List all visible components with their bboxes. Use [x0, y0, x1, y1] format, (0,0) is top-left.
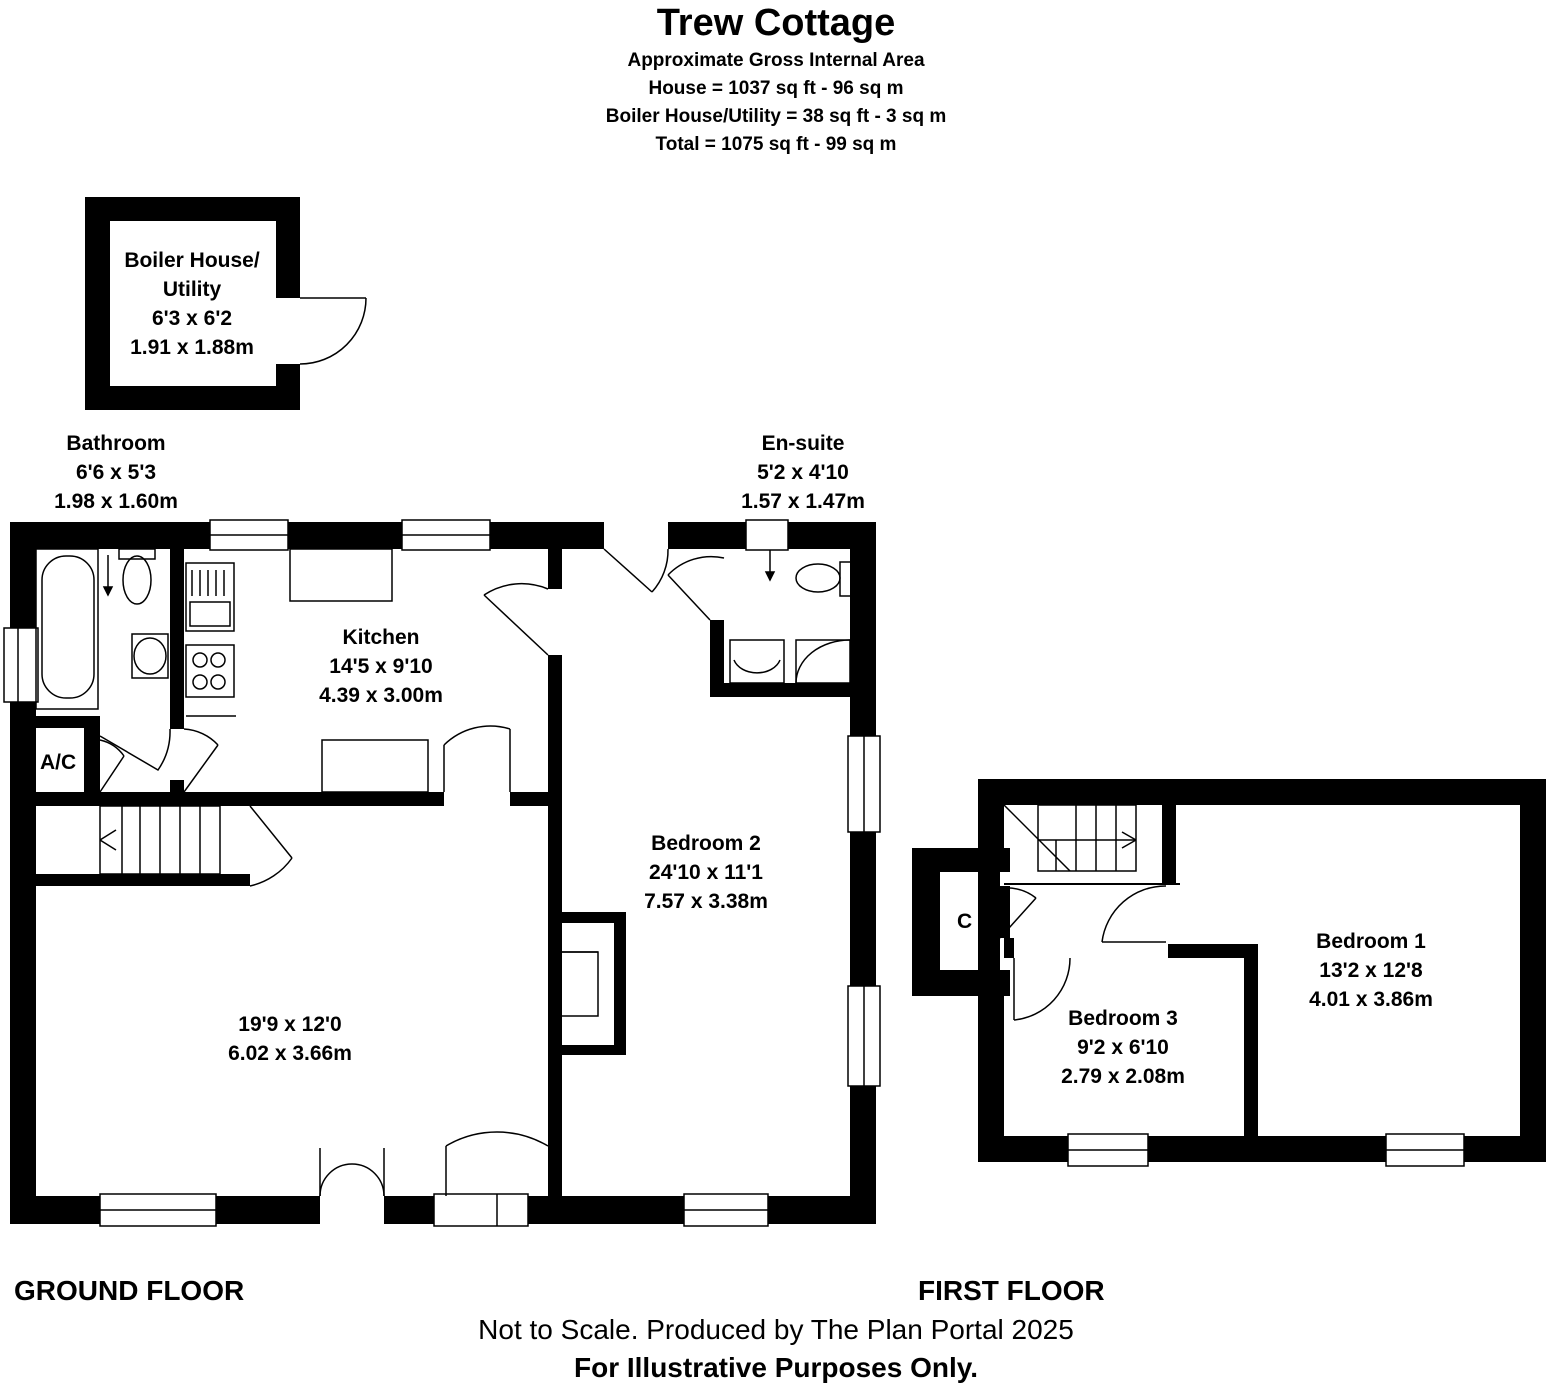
- bedroom3-name: Bedroom 3: [1068, 1007, 1178, 1030]
- bathroom-metric: 1.98 x 1.60m: [54, 490, 178, 513]
- bedroom1-imperial: 13'2 x 12'8: [1319, 959, 1423, 982]
- bedroom1-metric: 4.01 x 3.86m: [1309, 988, 1433, 1011]
- kitchen-metric: 4.39 x 3.00m: [319, 684, 443, 707]
- bedroom2-name: Bedroom 2: [651, 832, 761, 855]
- first-floor-windows: [1067, 1133, 1465, 1167]
- area-subtitle: Approximate Gross Internal Area: [627, 50, 925, 71]
- scale-note: Not to Scale. Produced by The Plan Porta…: [478, 1314, 1074, 1345]
- living-room-label: 19'9 x 12'0 6.02 x 3.66m: [228, 1010, 352, 1068]
- first-floor-walls: [912, 779, 1546, 1162]
- boiler-house-name: Boiler House/: [124, 249, 260, 272]
- first-floor-label: FIRST FLOOR: [918, 1275, 1105, 1306]
- boiler-house-walls: [85, 197, 367, 410]
- plan-title: Trew Cottage: [656, 2, 896, 44]
- bedroom3-imperial: 9'2 x 6'10: [1077, 1036, 1169, 1059]
- bedroom1-label: Bedroom 1 13'2 x 12'8 4.01 x 3.86m: [1309, 927, 1433, 1014]
- kitchen-imperial: 14'5 x 9'10: [329, 655, 433, 678]
- boiler-house-imperial: 6'3 x 6'2: [151, 307, 233, 330]
- living-room-metric: 6.02 x 3.66m: [228, 1042, 352, 1065]
- ensuite-metric: 1.57 x 1.47m: [741, 490, 865, 513]
- bedroom3-label: Bedroom 3 9'2 x 6'10 2.79 x 2.08m: [1061, 1004, 1185, 1091]
- living-room-imperial: 19'9 x 12'0: [238, 1013, 342, 1036]
- boiler-house-metric: 1.91 x 1.88m: [130, 336, 254, 359]
- airing-cupboard-label: A/C: [40, 751, 77, 774]
- ensuite-imperial: 5'2 x 4'10: [757, 461, 849, 484]
- bathroom-name: Bathroom: [66, 432, 166, 455]
- first-floor-stairs: [1003, 804, 1137, 872]
- kitchen-label: Kitchen 14'5 x 9'10 4.39 x 3.00m: [319, 623, 443, 710]
- total-area: Total = 1075 sq ft - 99 sq m: [655, 134, 897, 155]
- first-floor-doors: [999, 885, 1167, 1021]
- bedroom2-imperial: 24'10 x 11'1: [649, 861, 763, 884]
- bedroom2-metric: 7.57 x 3.38m: [644, 890, 768, 913]
- boiler-house-label: Boiler House/ Utility 6'3 x 6'2 1.91 x 1…: [124, 246, 259, 362]
- house-area: House = 1037 sq ft - 96 sq m: [648, 78, 904, 99]
- cupboard-label: C: [957, 910, 973, 933]
- kitchen-name: Kitchen: [342, 626, 420, 649]
- ensuite-label: En-suite 5'2 x 4'10 1.57 x 1.47m: [741, 429, 865, 516]
- ground-floor-stairs: [99, 805, 221, 875]
- ground-floor-label: GROUND FLOOR: [14, 1275, 245, 1306]
- bathroom-imperial: 6'6 x 5'3: [75, 461, 157, 484]
- ensuite-name: En-suite: [761, 432, 845, 455]
- bathroom-label: Bathroom 6'6 x 5'3 1.98 x 1.60m: [54, 429, 178, 516]
- bathroom-fixtures: [35, 548, 853, 793]
- ground-floor-doors: [99, 548, 725, 887]
- boiler-house-name2: Utility: [162, 278, 222, 301]
- bedroom3-metric: 2.79 x 2.08m: [1061, 1065, 1185, 1088]
- ground-floor-windows: [3, 519, 881, 1227]
- boiler-area: Boiler House/Utility = 38 sq ft - 3 sq m: [605, 106, 947, 127]
- disclaimer: For Illustrative Purposes Only.: [573, 1352, 979, 1383]
- bedroom1-name: Bedroom 1: [1316, 930, 1426, 953]
- bedroom2-label: Bedroom 2 24'10 x 11'1 7.57 x 3.38m: [644, 829, 768, 916]
